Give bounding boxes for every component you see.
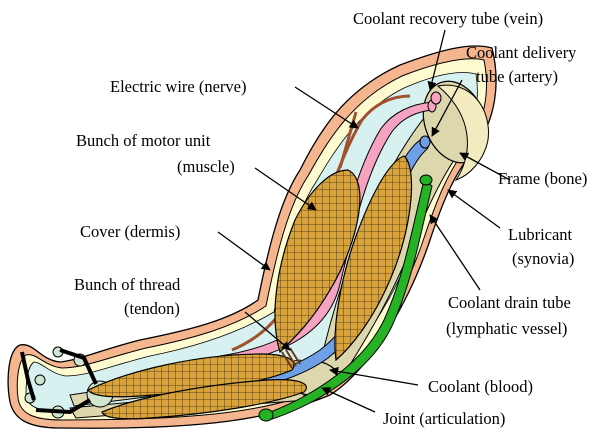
leader-lymph xyxy=(430,215,480,290)
leader-joint xyxy=(322,388,375,412)
label-tendon-2: (tendon) xyxy=(124,299,180,318)
label-artery-1: Coolant delivery xyxy=(466,43,577,62)
artery-tube-end xyxy=(420,136,430,148)
label-dermis: Cover (dermis) xyxy=(80,222,180,241)
lymph-tube-end xyxy=(420,175,432,185)
label-nerve: Electric wire (nerve) xyxy=(110,77,247,96)
label-joint: Joint (articulation) xyxy=(383,409,505,428)
label-bone: Frame (bone) xyxy=(498,169,587,188)
label-vein: Coolant recovery tube (vein) xyxy=(353,9,543,28)
label-synovia-2: (synovia) xyxy=(512,249,574,268)
label-synovia-1: Lubricant xyxy=(508,225,573,244)
vein-top-end xyxy=(431,92,441,104)
label-lymph-1: Coolant drain tube xyxy=(448,293,571,312)
leader-dermis xyxy=(218,232,270,270)
lymph-tube-start xyxy=(259,409,273,421)
label-lymph-2: (lymphatic vessel) xyxy=(446,319,567,338)
label-tendon-1: Bunch of thread xyxy=(74,275,181,294)
label-artery-2: tube (artery) xyxy=(476,67,558,86)
label-muscle-1: Bunch of motor unit xyxy=(76,131,211,150)
label-muscle-2: (muscle) xyxy=(177,157,235,176)
leader-synovia xyxy=(448,190,500,228)
label-blood: Coolant (blood) xyxy=(428,377,533,396)
